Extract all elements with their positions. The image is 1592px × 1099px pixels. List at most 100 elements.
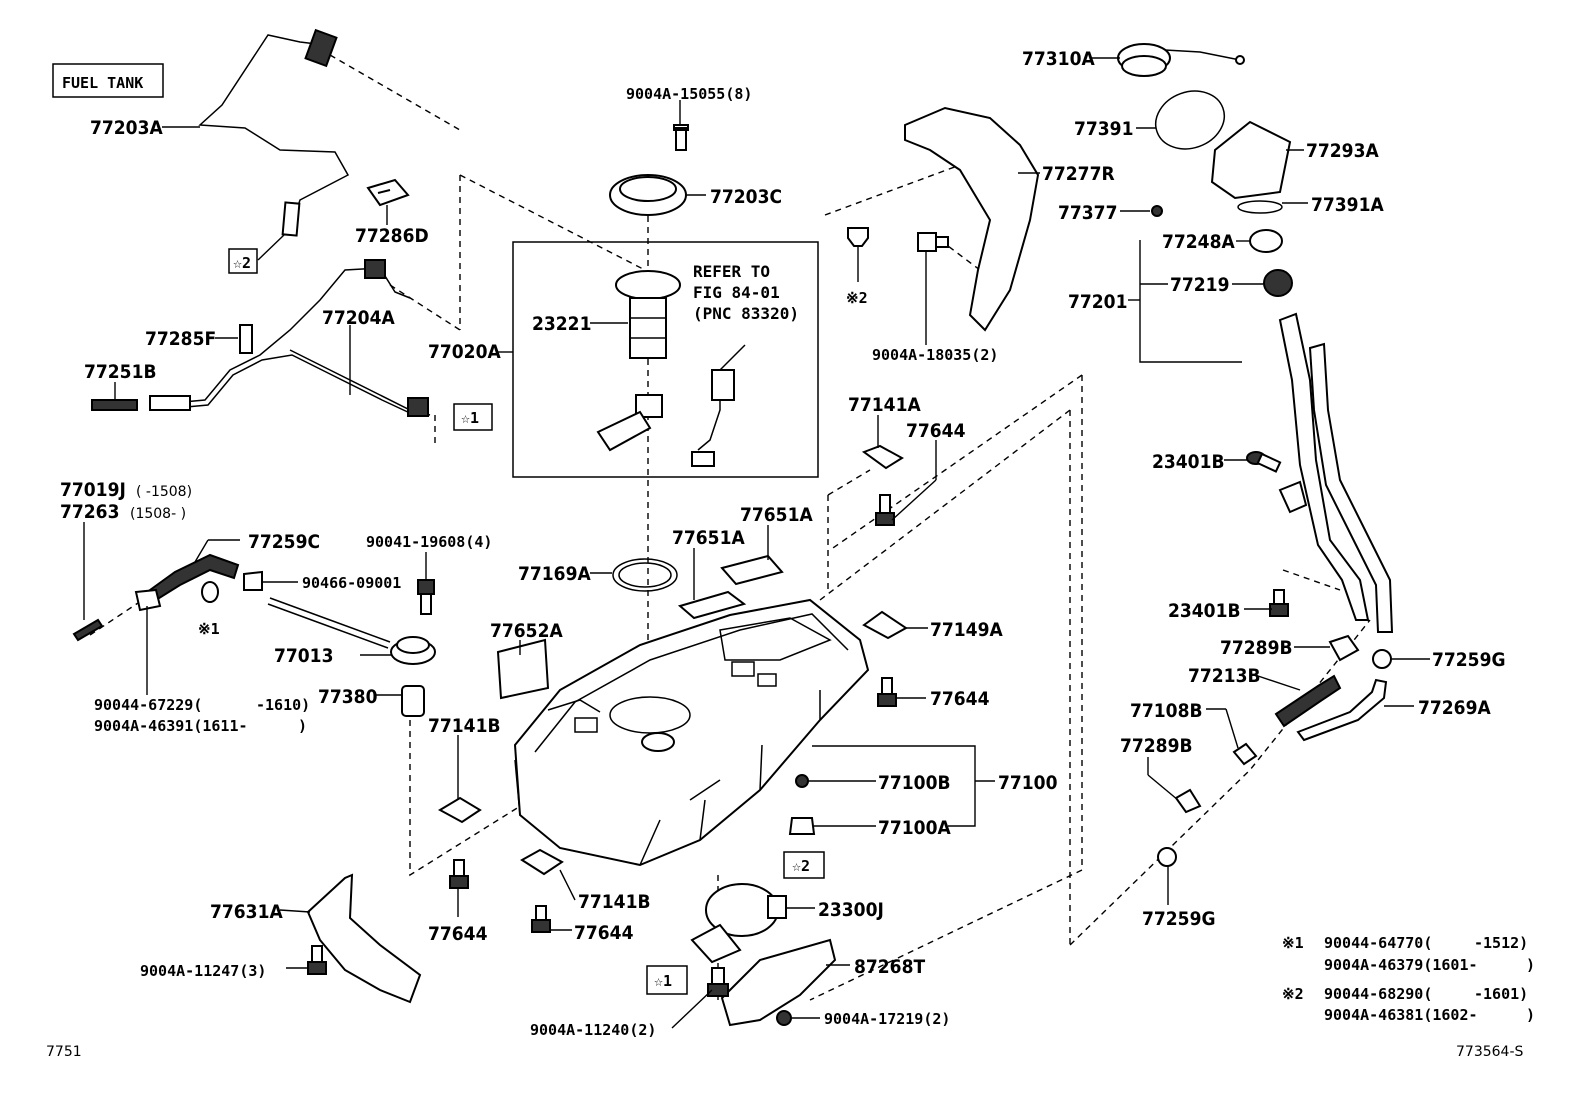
bracket-77149A-shape: [862, 610, 908, 640]
boot-77293A-shape: [1210, 120, 1292, 200]
part-label-77201[interactable]: 77201: [1068, 291, 1127, 313]
part-label-77380[interactable]: 77380: [318, 686, 378, 708]
part-label-9004A-18035[interactable]: 9004A-18035(2): [872, 346, 998, 364]
refer-to-line-1[interactable]: REFER TO: [693, 262, 770, 281]
part-label-90044-67229[interactable]: 90044-67229(: [94, 696, 202, 714]
part-label-77259G-b[interactable]: 77259G: [1142, 908, 1216, 930]
part-label-23221[interactable]: 23221: [532, 313, 591, 335]
part-label-77644-b[interactable]: 77644: [930, 688, 990, 710]
fuel-line-77204A-shape: [149, 267, 411, 406]
part-label-77108B[interactable]: 77108B: [1130, 700, 1203, 722]
part-label-77263[interactable]: 77263: [60, 501, 119, 523]
kome1-marker-a: ※1: [198, 620, 220, 638]
part-label-77259C[interactable]: 77259C: [248, 531, 320, 553]
part-label-77644-a[interactable]: 77644: [906, 420, 966, 442]
section-title-box: [52, 63, 164, 98]
part-label-77100B[interactable]: 77100B: [878, 772, 951, 794]
part-label-23401B-a[interactable]: 23401B: [1152, 451, 1225, 473]
part-label-77644-d[interactable]: 77644: [574, 922, 634, 944]
footnote-2-line-1-range: -1601): [1474, 985, 1528, 1003]
refer-to-line-3[interactable]: (PNC 83320): [693, 304, 799, 323]
footnote-2-mark: ※2: [1282, 985, 1304, 1003]
part-label-77377[interactable]: 77377: [1058, 202, 1117, 224]
part-label-77169A[interactable]: 77169A: [518, 563, 591, 585]
part-label-77285F[interactable]: 77285F: [145, 328, 216, 350]
part-label-23300J[interactable]: 23300J: [818, 899, 884, 921]
footnotes: ※1 90044-64770( -1512) 9004A-46379(1601-…: [1282, 934, 1535, 1024]
star1-marker-b: ☆1: [654, 972, 672, 990]
part-label-77203C[interactable]: 77203C: [710, 186, 782, 208]
part-label-77141B-b[interactable]: 77141B: [578, 891, 651, 913]
part-label-77651A-b[interactable]: 77651A: [740, 504, 813, 526]
bracket-77141B-a-shape: [437, 796, 482, 824]
pad-77651A-a-shape: [677, 590, 747, 620]
part-label-77100[interactable]: 77100: [998, 772, 1058, 794]
bolt-9004A-15055-shape: [673, 124, 689, 151]
part-label-77293A[interactable]: 77293A: [1306, 140, 1379, 162]
part-label-77652A[interactable]: 77652A: [490, 620, 563, 642]
part-label-9004A-17219[interactable]: 9004A-17219(2): [824, 1010, 950, 1028]
part-label-77251B[interactable]: 77251B: [84, 361, 157, 383]
bolt-77644-d-shape: [531, 905, 551, 933]
part-label-77259G-a[interactable]: 77259G: [1432, 649, 1506, 671]
part-label-77286D[interactable]: 77286D: [355, 225, 429, 247]
part-label-9004A-11247[interactable]: 9004A-11247(3): [140, 962, 266, 980]
bolt-9004A-11240-shape: [707, 967, 729, 997]
part-label-77213B[interactable]: 77213B: [1188, 665, 1261, 687]
part-label-77149A[interactable]: 77149A: [930, 619, 1003, 641]
footnote-2-line-2-part[interactable]: 9004A-46381(1602-: [1324, 1006, 1478, 1024]
tank-77100-bracket: [812, 745, 976, 827]
part-label-9004A-11240[interactable]: 9004A-11240(2): [530, 1021, 656, 1039]
part-label-9004A-15055[interactable]: 9004A-15055(8): [626, 85, 752, 103]
hose-77019J-shape: [72, 618, 104, 642]
part-label-77204A[interactable]: 77204A: [322, 307, 395, 329]
part-label-23401B-b[interactable]: 23401B: [1168, 600, 1241, 622]
fuel-filter-23300J-shape: [690, 883, 787, 964]
part-label-77310A[interactable]: 77310A: [1022, 48, 1095, 70]
protector-77631A-shape: [306, 873, 422, 1004]
part-label-9004A-46391[interactable]: 9004A-46391(1611-: [94, 717, 248, 735]
bolt-77644-b-shape: [877, 677, 897, 707]
star2-marker-a: ☆2: [233, 254, 251, 272]
part-label-77269A[interactable]: 77269A: [1418, 697, 1491, 719]
valve-77108B-shape: [1232, 742, 1258, 766]
bolt-77644-a-shape: [875, 494, 895, 526]
part-label-77391[interactable]: 77391: [1074, 118, 1133, 140]
fuel-tank-77100-shape: [513, 598, 870, 867]
grommet-77219-shape: [1263, 269, 1293, 297]
refer-to-line-2[interactable]: FIG 84-01: [693, 283, 780, 302]
part-label-90041-19608[interactable]: 90041-19608(4): [366, 533, 492, 551]
nut-77100B-shape: [795, 774, 809, 788]
part-label-77100A[interactable]: 77100A: [878, 817, 951, 839]
part-label-77019J[interactable]: 77019J: [60, 479, 126, 501]
part-label-77248A[interactable]: 77248A: [1162, 231, 1235, 253]
footnote-2-line-1-part[interactable]: 90044-68290(: [1324, 985, 1432, 1003]
bolt-90041-shape: [417, 579, 435, 615]
part-label-77651A-a[interactable]: 77651A: [672, 527, 745, 549]
part-label-77020A[interactable]: 77020A: [428, 341, 501, 363]
part-label-77013[interactable]: 77013: [274, 645, 333, 667]
shroud-77277R-shape: [904, 106, 1040, 332]
part-label-87268T[interactable]: 87268T: [854, 956, 925, 978]
bolt-9004A-11247-shape: [307, 945, 327, 975]
part-label-77631A[interactable]: 77631A: [210, 901, 283, 923]
part-label-77219[interactable]: 77219: [1170, 274, 1229, 296]
footnote-1-line-2-part[interactable]: 9004A-46379(1601-: [1324, 956, 1478, 974]
clip-90466-shape: [243, 570, 263, 591]
star2-marker-box-a: [228, 248, 258, 274]
part-label-77289B-b[interactable]: 77289B: [1120, 735, 1193, 757]
star2-marker-b: ☆2: [792, 857, 810, 875]
part-label-77277R[interactable]: 77277R: [1042, 163, 1115, 185]
clip-77286D-shape: [366, 178, 410, 207]
part-label-77289B-a[interactable]: 77289B: [1220, 637, 1293, 659]
part-label-77203A[interactable]: 77203A: [90, 117, 163, 139]
part-label-77141A[interactable]: 77141A: [848, 394, 921, 416]
clip-77285F-shape: [239, 324, 253, 354]
seal-77391A-shape: [1237, 200, 1283, 214]
part-label-77644-c[interactable]: 77644: [428, 923, 488, 945]
footnote-1-line-1-part[interactable]: 90044-64770(: [1324, 934, 1432, 952]
part-label-77141B-a[interactable]: 77141B: [428, 715, 501, 737]
part-label-90466-09001[interactable]: 90466-09001: [302, 574, 401, 592]
part-label-77391A[interactable]: 77391A: [1311, 194, 1384, 216]
